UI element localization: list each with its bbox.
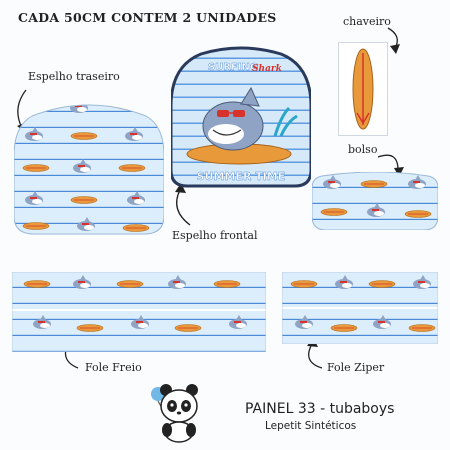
panel-espelho-frontal: SURFING Shark SUMMER TIME — [171, 46, 311, 188]
panel-espelho-traseiro — [14, 104, 164, 235]
label-fole-freio: Fole Freio — [85, 361, 142, 374]
panda-logo-icon — [151, 384, 198, 443]
label-espelho-frontal: Espelho frontal — [172, 229, 258, 242]
chaveiro-surfboard — [352, 48, 374, 130]
panel-chaveiro — [338, 42, 388, 136]
arrow-bolso — [377, 154, 399, 171]
panel-bolso — [312, 172, 438, 230]
panel-fole-freio — [12, 272, 266, 352]
artwork-top-text: SURFING — [208, 62, 258, 73]
panel-name: PAINEL 33 - tubaboys — [245, 401, 395, 417]
panel-fole-ziper — [282, 272, 438, 344]
brand-name: Lepetit Sintéticos — [265, 420, 357, 432]
label-fole-ziper: Fole Ziper — [327, 361, 385, 374]
label-bolso: bolso — [348, 143, 378, 156]
label-chaveiro: chaveiro — [343, 15, 391, 28]
page-title: CADA 50CM CONTEM 2 UNIDADES — [18, 10, 277, 25]
arrow-fole-ziper — [308, 343, 323, 369]
label-espelho-traseiro: Espelho traseiro — [28, 70, 120, 83]
arrow-espelho-frontal — [176, 189, 191, 226]
artwork-bottom-text: SUMMER TIME — [197, 170, 286, 183]
artwork-board-text: Shark — [252, 64, 282, 74]
